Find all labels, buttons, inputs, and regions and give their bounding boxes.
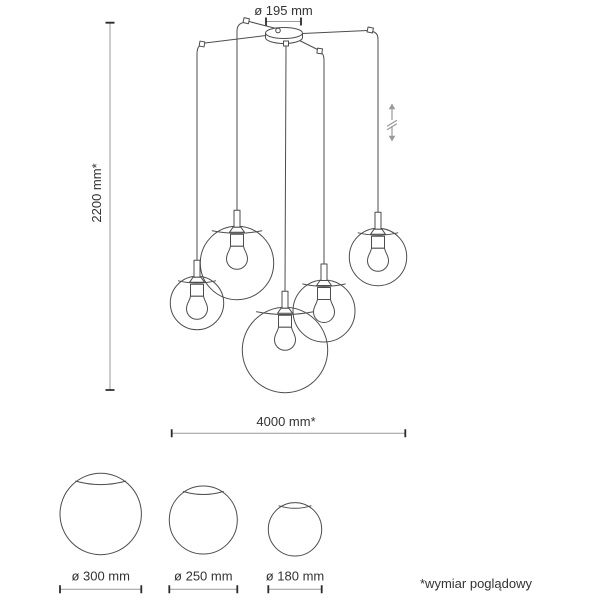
- wire: [299, 40, 318, 50]
- globe-cap: [211, 230, 263, 234]
- canopy: [265, 27, 303, 47]
- pendant-globe: [348, 211, 408, 287]
- ceiling-anchor: [316, 47, 324, 55]
- globe-size-label: ø 180 mm: [266, 569, 325, 584]
- canopy-cable-connector: [283, 40, 289, 47]
- glass-globe: [267, 502, 323, 557]
- bulb-socket: [317, 287, 331, 300]
- globe-size-reference: ø 300 mm: [59, 472, 143, 594]
- drop-cables: [196, 22, 379, 292]
- globe-cap: [357, 232, 399, 236]
- globe-size-label: ø 250 mm: [174, 569, 233, 584]
- canopy-cable-hole: [275, 27, 281, 34]
- dimension-ticks: [265, 17, 302, 26]
- bulb-socket: [190, 283, 204, 297]
- canopy-diameter-label: ø 195 mm: [254, 3, 313, 18]
- globe-cap: [302, 283, 346, 287]
- socket-tube: [193, 259, 201, 278]
- globe-cap: [75, 480, 127, 486]
- hanging-height-label: 2200 mm*: [89, 163, 104, 222]
- ceiling-anchor: [366, 26, 374, 34]
- globe-size-reference: ø 250 mm: [168, 485, 239, 594]
- dimension-ticks: [170, 429, 407, 438]
- wire: [302, 30, 368, 34]
- suspension-cable: [372, 31, 379, 213]
- ceiling-wires: [204, 21, 368, 50]
- bulb-socket: [278, 314, 292, 328]
- suspension-cable: [236, 22, 244, 211]
- canopy-top: [265, 27, 303, 39]
- light-bulb: [186, 295, 208, 320]
- suspension-cable: [196, 45, 200, 261]
- pendant-globe: [199, 209, 275, 301]
- socket-collar: [277, 307, 293, 314]
- pendant-globe: [292, 263, 356, 343]
- pendant-globe: [169, 259, 225, 331]
- bulb-socket: [371, 235, 385, 249]
- globe-cap: [256, 311, 314, 316]
- hanging-height-dimension: 2200 mm*: [89, 21, 115, 391]
- socket-tube: [233, 209, 241, 228]
- suspension-cable: [284, 45, 287, 292]
- globe-size-reference: ø 180 mm: [266, 502, 325, 594]
- footnote: *wymiar poglądowy: [420, 576, 532, 591]
- wire: [204, 35, 267, 44]
- light-bulb: [226, 245, 248, 270]
- total-spread-dimension: 4000 mm*: [170, 414, 407, 438]
- height-adjustable-arrow-icon: [386, 103, 398, 142]
- globe-cap: [177, 280, 217, 284]
- light-bulb: [313, 299, 335, 323]
- ceiling-anchor: [242, 17, 250, 25]
- globe-size-label: ø 300 mm: [71, 569, 130, 584]
- total-spread-label: 4000 mm*: [256, 414, 315, 429]
- glass-globe: [168, 485, 238, 555]
- socket-tube: [374, 211, 382, 230]
- dimension-ticks: [267, 585, 323, 594]
- dimension-ticks: [59, 585, 143, 594]
- ceiling-anchor: [198, 40, 206, 48]
- socket-collar: [316, 280, 332, 286]
- canopy-diameter-dimension: ø 195 mm: [254, 3, 313, 26]
- socket-collar: [229, 226, 245, 233]
- light-bulb: [367, 247, 389, 272]
- pendant-globe: [241, 290, 329, 394]
- wire: [248, 21, 277, 29]
- socket-tube: [281, 290, 289, 309]
- suspension-cable: [321, 52, 325, 265]
- globe-cap: [278, 505, 312, 509]
- light-bulb: [274, 326, 296, 351]
- ceiling-anchors: [198, 17, 374, 55]
- socket-collar: [189, 276, 205, 283]
- dimension-ticks: [105, 21, 115, 391]
- dimension-ticks: [168, 585, 239, 594]
- socket-collar: [370, 228, 386, 235]
- socket-tube: [320, 263, 328, 281]
- glass-globe: [59, 472, 142, 556]
- globe-cap: [182, 491, 224, 495]
- bulb-socket: [230, 233, 244, 247]
